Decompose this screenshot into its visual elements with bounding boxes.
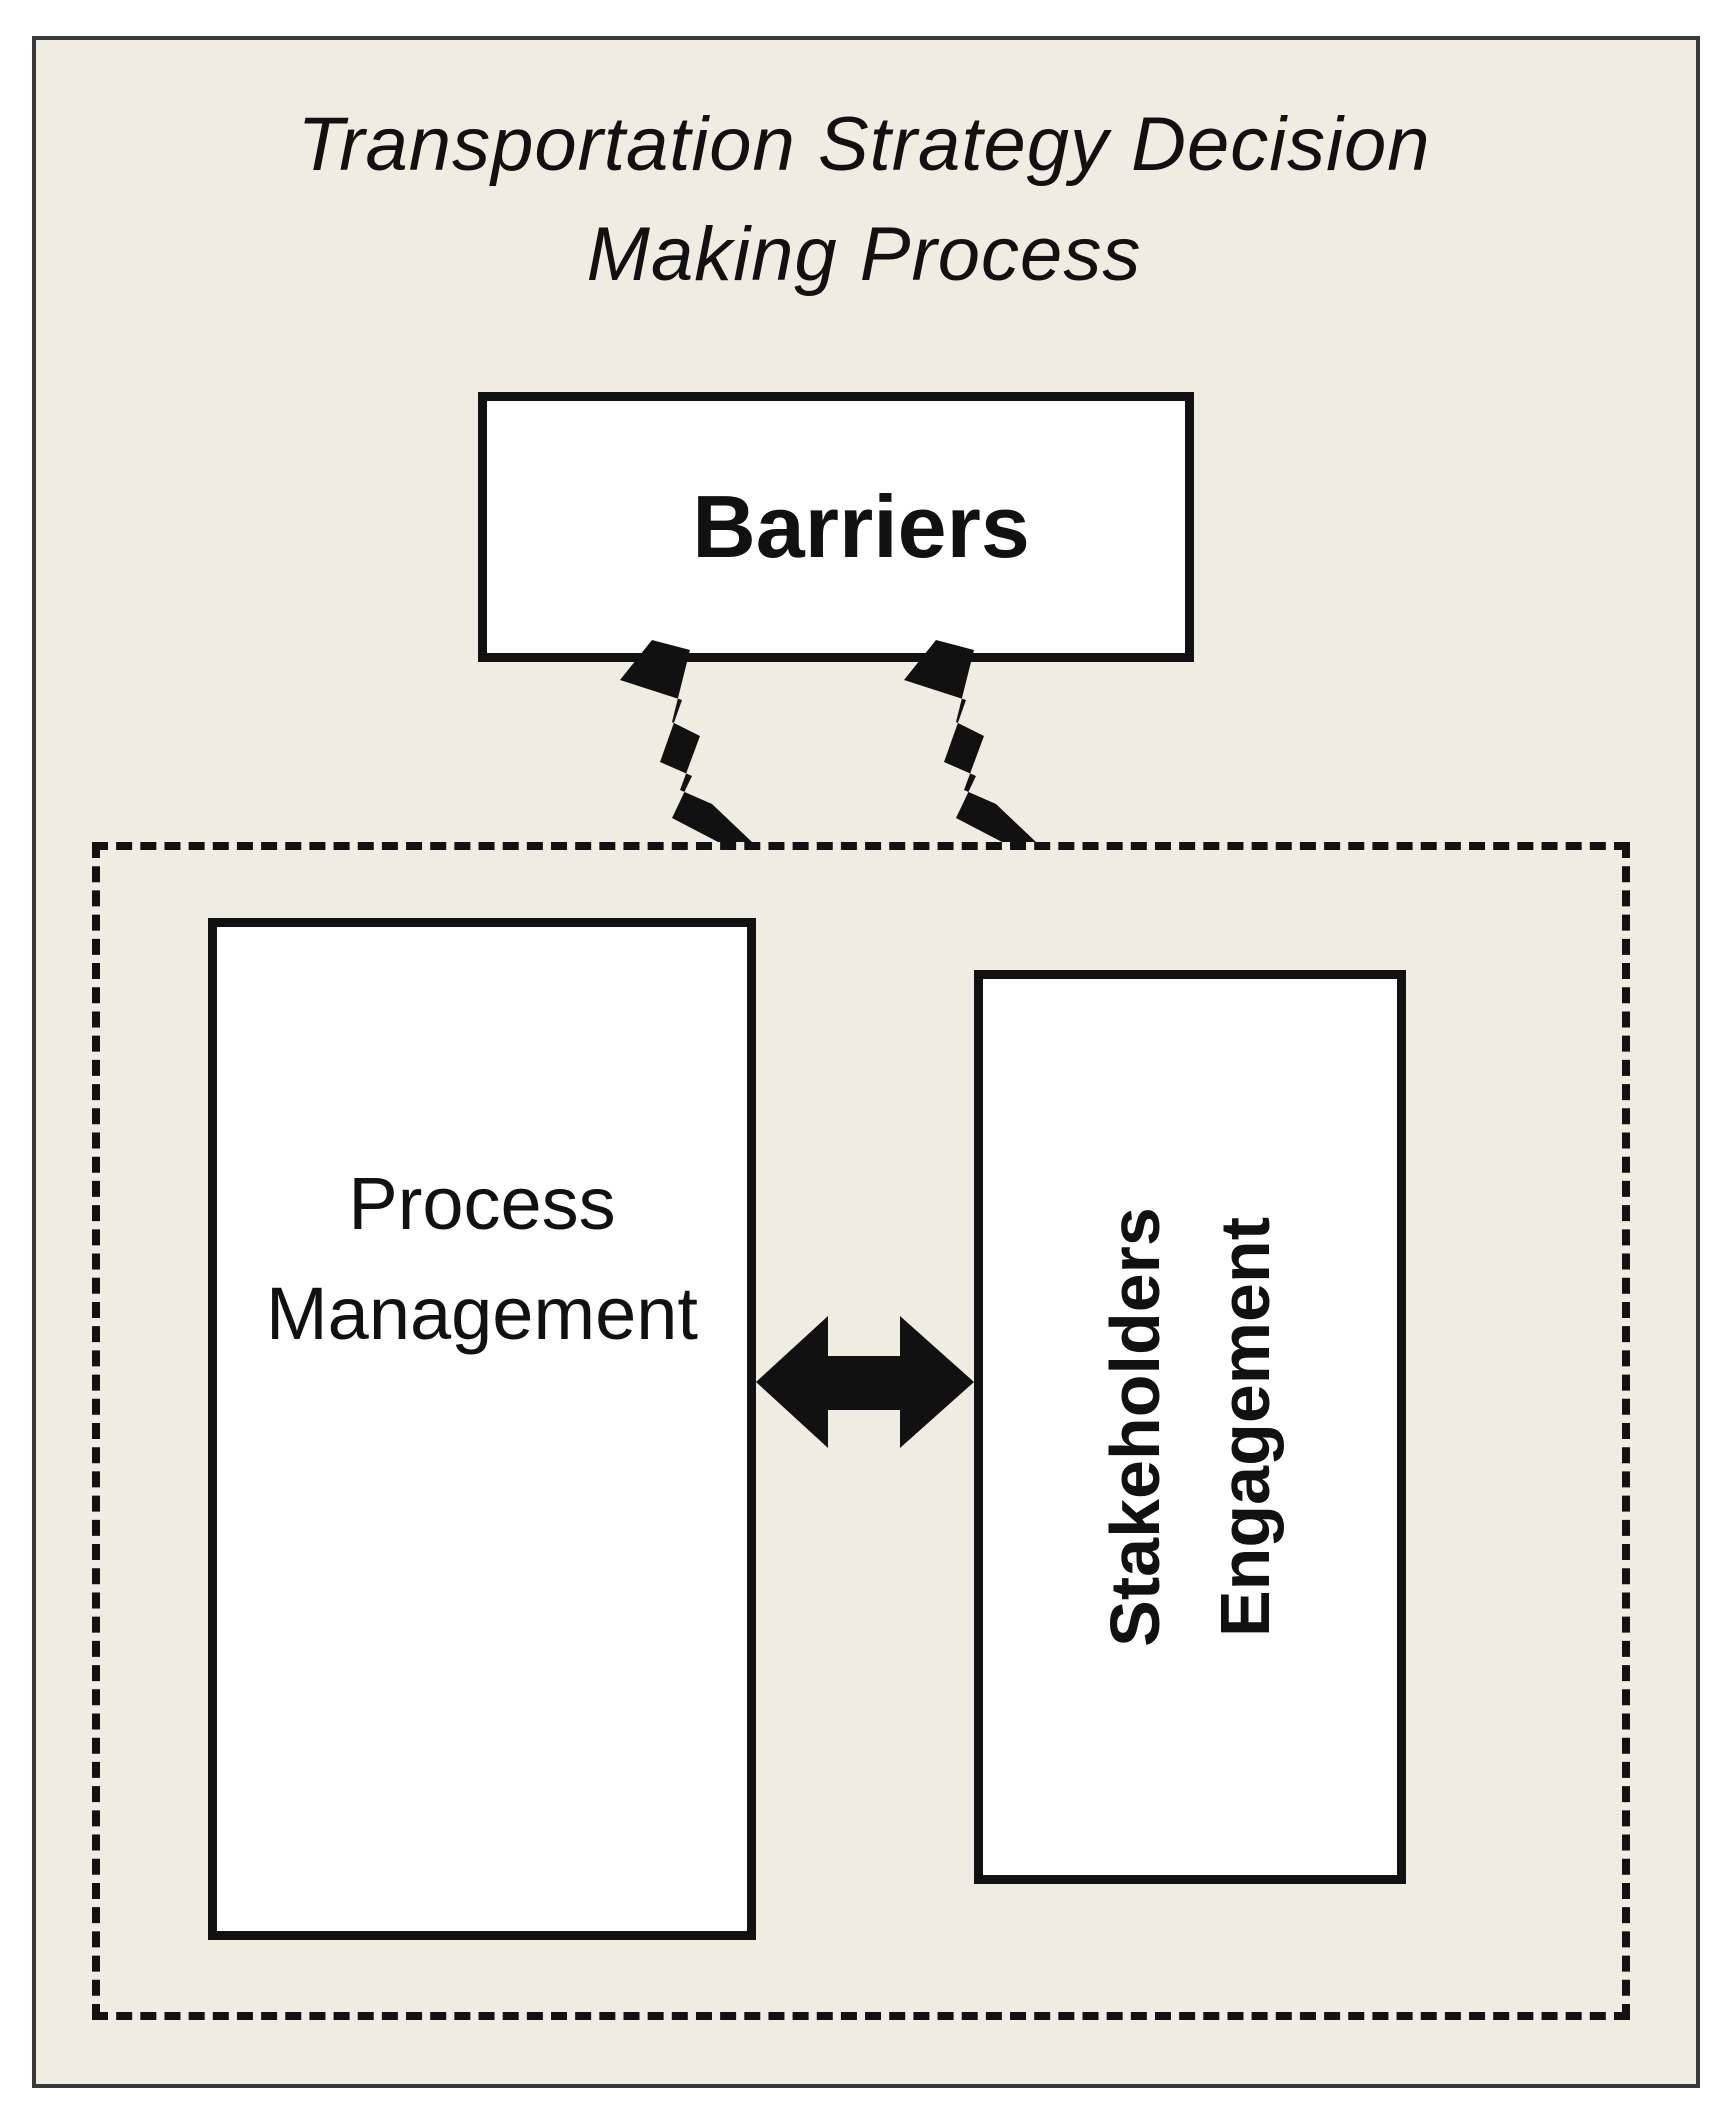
- stakeholders-engagement-node: Stakeholders Engagement: [974, 970, 1406, 1884]
- stakeholders-engagement-label-line-2: Engagement: [1206, 1216, 1284, 1638]
- stakeholders-engagement-label-line-1: Stakeholders: [1096, 1207, 1174, 1647]
- stakeholders-engagement-label: Stakeholders Engagement: [1080, 1057, 1300, 1797]
- process-management-label: Process Management: [217, 1149, 747, 1369]
- title-line-1: Transportation Strategy Decision: [297, 102, 1431, 187]
- diagram-title: Transportation Strategy Decision Making …: [0, 90, 1728, 310]
- barriers-node: Barriers: [478, 392, 1194, 662]
- process-management-label-line-1: Process: [348, 1162, 616, 1245]
- process-group-boundary: [92, 842, 1630, 2020]
- barriers-label: Barriers: [692, 477, 1030, 576]
- title-line-2: Making Process: [586, 212, 1142, 297]
- process-management-node: Process Management: [208, 918, 756, 1940]
- process-management-label-line-2: Management: [266, 1272, 698, 1355]
